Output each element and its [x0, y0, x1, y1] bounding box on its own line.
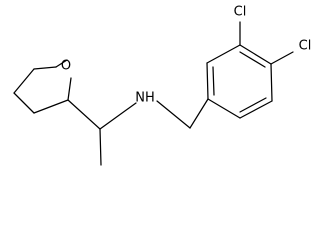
bond-benz-5 [239, 100, 273, 119]
dichlorobenzene-ring [206, 44, 273, 119]
bond-benz-3-inner [239, 51, 266, 68]
ethyl-amine-chain [67, 98, 209, 166]
atom-label-oxygen: O [61, 59, 71, 74]
atom-label-amine: NH [135, 91, 155, 106]
bond-o-c2-ring [55, 59, 68, 68]
bond-benz-6 [207, 98, 241, 119]
atom-label-chlorine-right: Cl [299, 39, 312, 54]
bond-ring-c2-o [33, 66, 57, 70]
bond-ch-to-methyl [99, 128, 102, 166]
bond-ch-to-n [99, 102, 137, 130]
bond-benz-3 [239, 44, 272, 65]
bond-ring-o-c5 [67, 77, 72, 101]
tetrahydrofuran-ring [13, 59, 72, 114]
bond-ring-c5-c4 [33, 99, 69, 114]
bond-benz-4 [270, 63, 273, 102]
bond-benz-1-inner [212, 66, 215, 96]
chemical-structure-diagram: O NH Cl Cl [13, 5, 312, 166]
bond-ring-to-ch [67, 99, 101, 130]
bond-ch2-to-ring [189, 98, 209, 129]
bond-n-to-ch2 [156, 100, 191, 129]
atom-label-chlorine-upper: Cl [234, 5, 247, 20]
chlorine-substituents [239, 21, 294, 65]
bond-benz-2 [206, 44, 241, 64]
bond-ring-c4-c1 [13, 92, 35, 114]
bond-ring-c1-c2 [13, 68, 35, 94]
bond-c4-to-cl-right [270, 51, 294, 65]
bond-benz-5-inner [239, 97, 267, 113]
bond-benz-1 [206, 62, 209, 100]
